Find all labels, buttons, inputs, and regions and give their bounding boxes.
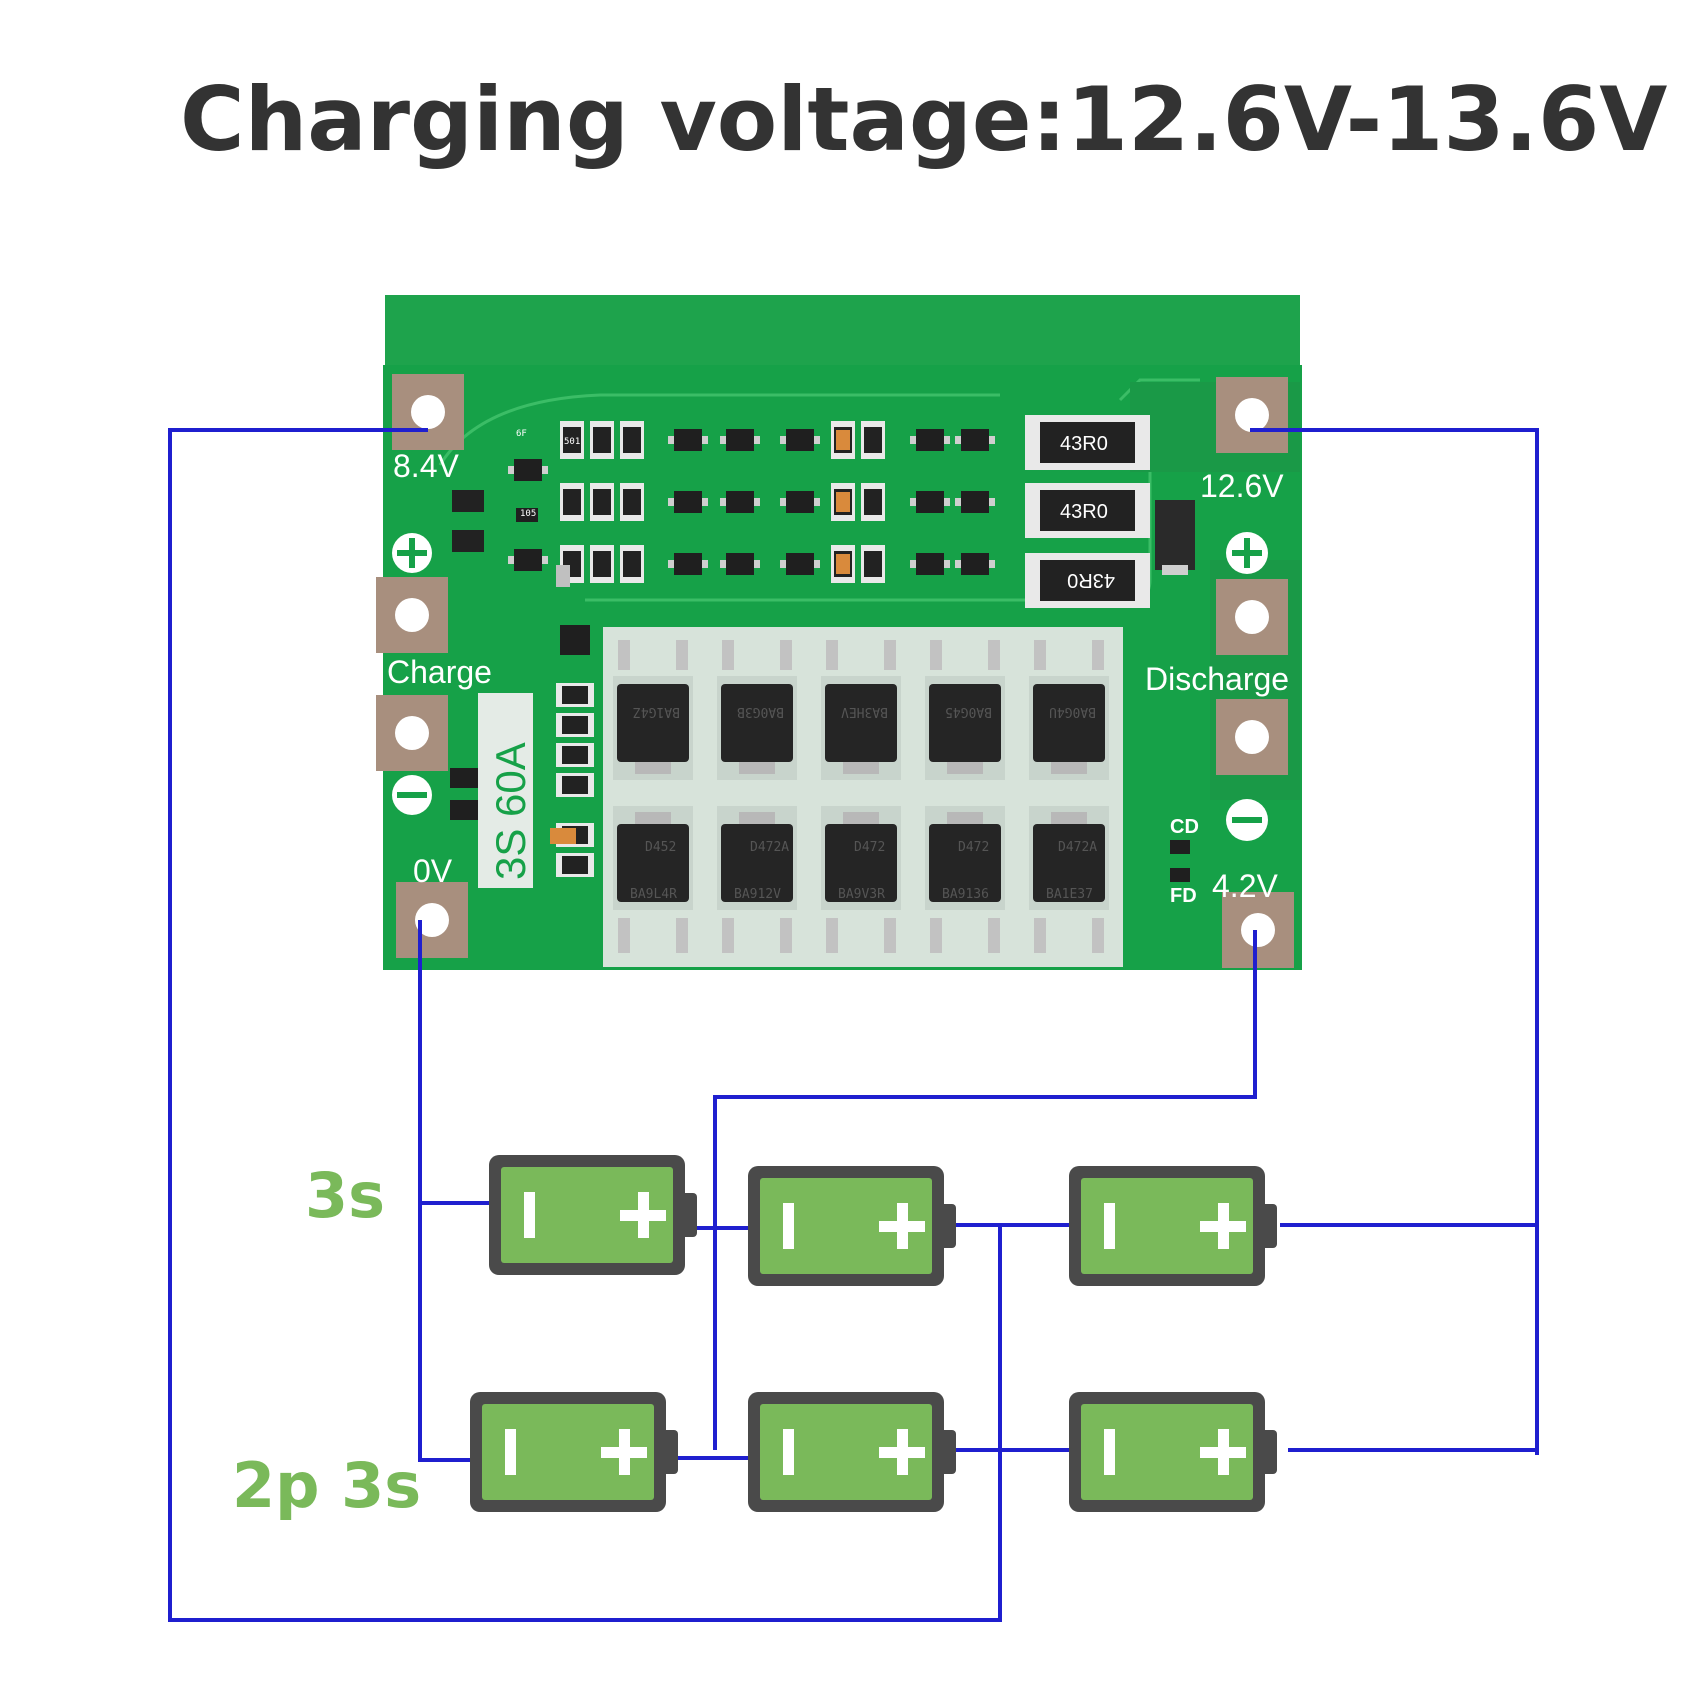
wire-4v2: [713, 930, 1257, 1450]
smd-code-1: 105: [520, 509, 536, 519]
mosfet-top-1-code: BA1G4Z: [633, 704, 680, 719]
mosfet-bottom-4-lot: BA9136: [942, 887, 989, 902]
battery-cell-bottom-2: [748, 1392, 956, 1512]
mosfet-driver-smds: [450, 625, 594, 877]
mosfet-top-5-code: BA0G4U: [1049, 704, 1096, 719]
battery-pack: [470, 1155, 1277, 1512]
mosfet-top-5: [1029, 676, 1109, 780]
rating-label-box: [478, 693, 533, 888]
smd-code-6f: 6F: [516, 429, 527, 439]
balance-circuit: 501 105 6F: [452, 421, 995, 587]
label-3s: 3s: [305, 1159, 385, 1232]
mosfet-bottom-3-lot: BA9V3R: [838, 887, 885, 902]
mosfet-top-1: [613, 676, 693, 780]
label-cd: CD: [1170, 816, 1199, 838]
mosfet-top-2: [717, 676, 797, 780]
battery-cell-top-2: [748, 1166, 956, 1286]
mosfet-bottom-4-code: D472: [958, 840, 989, 855]
mosfet-top-2-code: BA0G3B: [737, 704, 784, 719]
pad-8v4: [392, 374, 464, 450]
wiring: [168, 428, 1539, 1622]
wire-8v4: [168, 428, 1002, 1622]
shunt-resistor-2: 43R0: [1060, 501, 1108, 523]
mosfet-bottom-5-code: D472A: [1058, 840, 1097, 855]
mosfet-bottom-2-lot: BA912V: [734, 887, 781, 902]
shunt-resistors: 43R0 43R0 43R0: [1025, 415, 1195, 608]
label-4v2: 4.2V: [1212, 868, 1278, 904]
mosfet-top-3-code: BA3HEV: [841, 704, 888, 719]
pad-0v: [396, 882, 468, 958]
label-discharge: Discharge: [1145, 661, 1289, 697]
pcb-top-strip: [385, 295, 1300, 365]
plus-symbol-right: [1226, 532, 1268, 574]
mosfet-bottom-3-code: D472: [854, 840, 885, 855]
minus-symbol-left: [392, 775, 432, 815]
smd-code-0: 501: [564, 437, 580, 447]
battery-cell-top-1: [489, 1155, 697, 1275]
board-rating-label: 3S 60A: [487, 742, 534, 880]
mosfet-bottom-2-code: D472A: [750, 840, 789, 855]
shunt-resistor-3: 43R0: [1067, 569, 1115, 591]
mosfet-bottom-5-lot: BA1E37: [1046, 887, 1093, 902]
shunt-resistor-1: 43R0: [1060, 433, 1108, 455]
bms-board: 8.4V 12.6V Charge Discharge 0V 4.2V CD F…: [376, 295, 1302, 970]
mosfet-top-4: [925, 676, 1005, 780]
pad-12v6: [1216, 377, 1288, 453]
mosfet-bottom-1-code: D452: [645, 840, 676, 855]
mosfet-top-3: [821, 676, 901, 780]
mosfet-bottom-1-lot: BA9L4R: [630, 887, 677, 902]
label-12v6: 12.6V: [1200, 468, 1284, 504]
mosfet-top-4-code: BA0G45: [945, 704, 992, 719]
wire-12v6: [1250, 428, 1539, 1455]
pad-discharge-minus: [1216, 699, 1288, 775]
wire-0v: [418, 920, 490, 1462]
pad-discharge-plus: [1216, 579, 1288, 655]
page-title: Charging voltage:12.6V-13.6V: [180, 68, 1667, 171]
pad-charge-minus: [376, 695, 448, 771]
label-8v4: 8.4V: [393, 448, 459, 484]
pad-charge-plus: [376, 577, 448, 653]
minus-symbol-right: [1226, 799, 1268, 841]
label-2p3s: 2p 3s: [232, 1449, 421, 1522]
mosfet-bank: BA1G4Z BA0G3B BA3HEV BA0G45 BA0G4U D452 …: [613, 640, 1109, 953]
battery-cell-top-3: [1069, 1166, 1277, 1286]
battery-cell-bottom-3: [1069, 1392, 1277, 1512]
label-fd: FD: [1170, 885, 1197, 907]
label-charge: Charge: [387, 654, 492, 690]
label-0v: 0V: [413, 853, 453, 889]
plus-symbol-left: [392, 533, 432, 573]
battery-cell-bottom-1: [470, 1392, 678, 1512]
